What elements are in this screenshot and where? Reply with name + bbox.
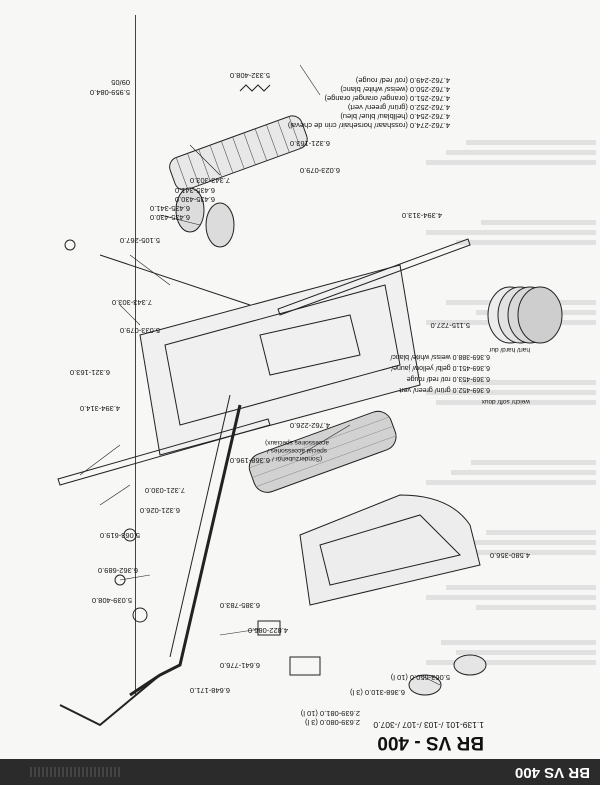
bracket-drawing <box>257 620 281 636</box>
part-label-6641: 6.641-776.0 <box>219 661 260 670</box>
part-label-7343a: 7.343-303.0 <box>189 176 230 185</box>
hard-label: hart/ hard/ dur <box>489 346 530 353</box>
part-label-5039: 5.039-408.0 <box>91 596 132 605</box>
part-label-7343b: 7.343-303.0 <box>111 298 152 307</box>
part-label-4394b: 4.394-314.0 <box>79 404 120 413</box>
note-speciaux: accessoires speciaux) <box>265 439 329 446</box>
pad-legend: 6.369-452.0 grün/ green/ vert 6.369-453.… <box>390 351 490 395</box>
part-label-6435a: 6.435-341.0 <box>174 186 215 195</box>
part-label-5115: 5.115-727.0 <box>430 321 470 330</box>
pad-legend-gelb: 6.369-451.0 gelb/ yellow/ jaune/ <box>391 364 490 371</box>
part-date: 09/05 <box>111 78 130 87</box>
part-label-6368b: 6.368-310.0 (3 l) <box>349 688 405 697</box>
pad-legend-weiss: 6.369-388.0 weiss/ white/ blanc/ <box>390 353 490 360</box>
part-label-6321a: 6.321-163.0 <box>289 139 330 148</box>
handle-drawing <box>129 404 242 697</box>
part-label-5332: 5.332-408.0 <box>229 71 270 80</box>
spring-drawing <box>239 84 271 92</box>
part-label-6435b: 6.435-430.0 <box>174 195 215 204</box>
soft-label: weich/ soft/ doux <box>481 398 530 405</box>
brush-color-weiss: 4.762-250.0 (weiss/ white/ blanc) <box>340 85 450 94</box>
brush-color-ross: 4.762-274.0 (rosshaar/ horsehair/ crin d… <box>287 121 450 130</box>
part-label-6435c: 6.435-341.0 <box>149 204 190 213</box>
part-label-2639b: 2.639-080.0 (3 l) <box>304 718 360 727</box>
blade-strip-bottom <box>57 418 271 486</box>
part-label-6385: 6.385-783.0 <box>219 601 260 610</box>
pad-legend-rot: 6.369-453.0 rot/ red/ rouge <box>406 375 490 382</box>
part-label-6321b: 6.321-163.0 <box>69 368 110 377</box>
part-label-5063b: 5.063-650.0 (10 l) <box>390 673 450 682</box>
brush-color-gruen: 4.762-252.0 (grün/ green/ vert) <box>347 103 450 112</box>
part-label-2639a: 2.639-081.0 (10 l) <box>300 709 360 718</box>
pad-legend-gruen: 6.369-452.0 grün/ green/ vert <box>399 386 490 393</box>
part-label-6648: 6.648-171.0 <box>189 686 230 695</box>
part-label-5033: 5.033-079.0 <box>119 326 160 335</box>
bottle-drawing-b <box>408 674 442 696</box>
part-label-5063: 5.063-619.0 <box>99 531 140 540</box>
bottle-drawing-a <box>453 654 487 676</box>
tank-drawing <box>299 494 481 606</box>
note-special: special accessories / <box>267 447 327 454</box>
brush-color-blau: 4.762-254.0 (hellblau/ blue/ bleu) <box>340 112 450 121</box>
roller-drawing-a <box>205 202 235 248</box>
part-label-4580: 4.580-356.0 <box>489 551 530 560</box>
blade-strip-top <box>277 238 471 316</box>
part-label-6368: 6.368-196.0 <box>229 456 270 465</box>
rod-drawing <box>99 254 251 306</box>
part-label-7321: 7.321-030.0 <box>144 486 185 495</box>
part-label-4762: 4.762-226.0 <box>289 421 330 430</box>
part-label-4822: 4.822-086.0 <box>247 626 288 635</box>
part-label-6435d: 6.435-430.0 <box>149 213 190 222</box>
part-label-6321c: 6.321-026.0 <box>139 506 180 515</box>
part-label-6023: 6.023-079.0 <box>299 166 340 175</box>
brush-roller-drawing <box>169 115 308 191</box>
part-label-4394a: 4.394-313.0 <box>401 211 442 220</box>
brush-color-orange: 4.762-251.0 (orange/ orange/ orange) <box>324 94 450 103</box>
part-label-6362: 6.362-689.0 <box>97 566 138 575</box>
cylinder-brush-drawing <box>248 410 397 493</box>
knob-drawing <box>123 528 137 542</box>
pad-stack-drawing <box>487 286 563 344</box>
part-label-5959: 5.959-084.0 <box>89 88 130 97</box>
part-label-5105: 5.105-267.0 <box>119 236 160 245</box>
brush-color-rot: 4.762-249.0 (rot/ red/ rouge) <box>355 76 450 85</box>
